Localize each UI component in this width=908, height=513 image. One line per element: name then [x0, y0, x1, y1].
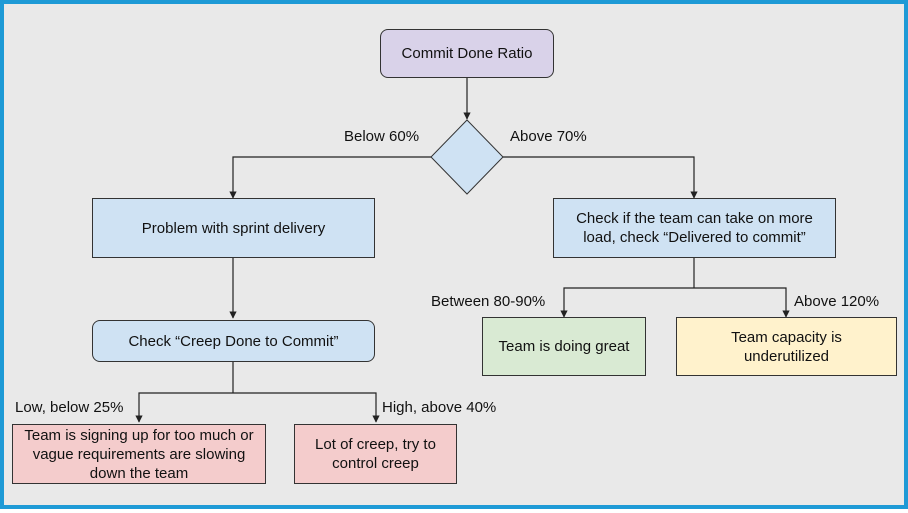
capacity-high-result-node: Team capacity is underutilized — [676, 317, 897, 376]
creep-high-label: High, above 40% — [382, 399, 497, 416]
check-creep-node: Check “Creep Done to Commit” — [92, 320, 375, 362]
edge-capacity-mid — [560, 287, 694, 318]
edge-capacity-high — [694, 287, 790, 318]
edge-decision-to-check-capacity — [503, 156, 698, 199]
creep-low-result-node: Team is signing up for too much or vague… — [12, 424, 266, 484]
decision-diamond — [430, 119, 504, 195]
branch-below-60-label: Below 60% — [344, 128, 420, 145]
connector-layer — [135, 78, 790, 423]
check-capacity-node: Check if the team can take on more load,… — [553, 198, 836, 258]
sprint-problem-node: Problem with sprint delivery — [92, 198, 375, 258]
edge-creep-low — [135, 392, 233, 423]
capacity-mid-label: Between 80-90% — [431, 293, 546, 310]
creep-high-result-node: Lot of creep, try to control creep — [294, 424, 457, 484]
edge-creep-high — [233, 392, 380, 423]
capacity-high-label: Above 120% — [794, 293, 880, 310]
edge-decision-to-sprint-problem — [229, 156, 431, 199]
start-node: Commit Done Ratio — [380, 29, 554, 78]
capacity-mid-result-node: Team is doing great — [482, 317, 646, 376]
branch-above-70-label: Above 70% — [510, 128, 587, 145]
creep-low-label: Low, below 25% — [15, 399, 124, 416]
